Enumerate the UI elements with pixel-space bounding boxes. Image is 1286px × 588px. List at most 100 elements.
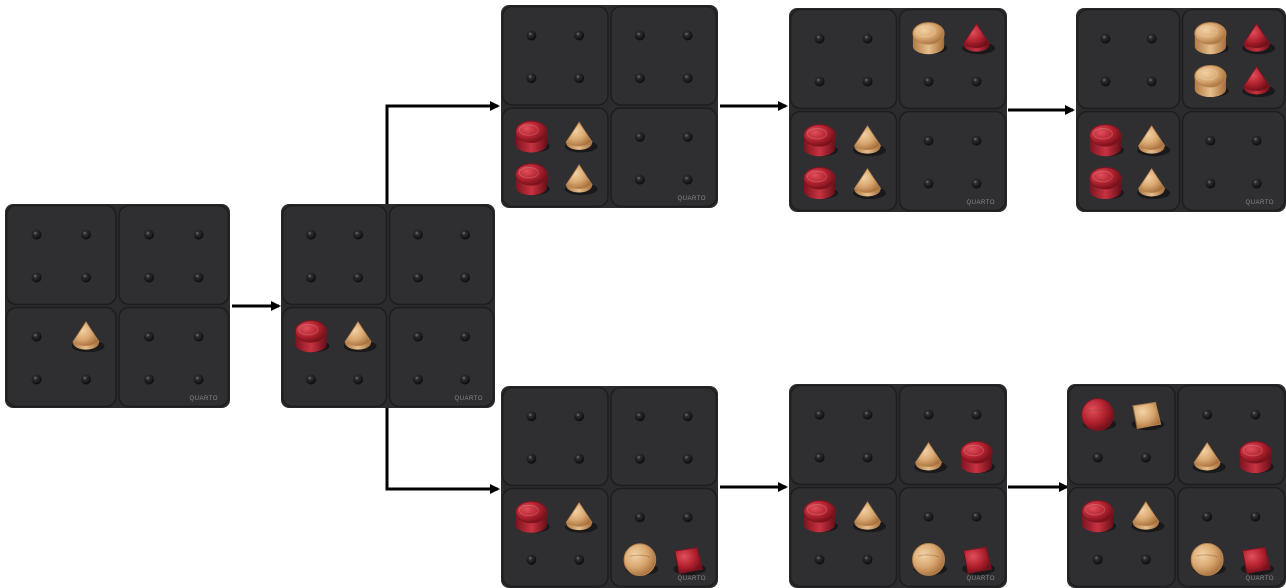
board-peg xyxy=(971,511,982,522)
red-cylinder-piece xyxy=(515,501,550,533)
board-quadrant-br xyxy=(118,306,230,408)
board-peg xyxy=(1100,76,1111,87)
board-quadrant-bl xyxy=(281,306,388,408)
board-quadrant-br xyxy=(610,107,718,208)
arrows xyxy=(232,101,1075,494)
wooden-cone-piece xyxy=(914,441,948,474)
board-quadrant-bl xyxy=(501,487,609,588)
board-peg xyxy=(574,554,585,565)
wooden-cone-piece xyxy=(564,121,598,153)
board-peg xyxy=(193,374,204,385)
board-brand-mark: QUARTO xyxy=(678,196,706,202)
board-peg xyxy=(1146,33,1157,44)
board-peg xyxy=(682,512,693,523)
wooden-cone-piece xyxy=(343,321,377,353)
board-peg xyxy=(305,272,316,283)
red-cylinder-piece xyxy=(294,320,330,353)
board-peg xyxy=(1250,511,1261,522)
board-peg xyxy=(814,554,825,565)
board-peg xyxy=(1146,76,1157,87)
wooden-cone-piece xyxy=(853,501,887,533)
board-peg xyxy=(460,374,471,385)
wooden-cone-piece xyxy=(1192,441,1226,474)
arrow-b2-to-b3 xyxy=(385,101,500,204)
board-peg xyxy=(574,453,585,464)
board-2: QUARTO xyxy=(281,204,495,408)
board-peg xyxy=(574,30,585,41)
wooden-cylinder-piece xyxy=(912,22,948,55)
board-peg xyxy=(526,453,537,464)
board-quadrant-br xyxy=(1181,110,1286,212)
wooden-cone-piece xyxy=(853,167,887,200)
board-peg xyxy=(526,73,537,84)
wooden-sphere-piece xyxy=(912,542,948,576)
board-peg xyxy=(31,331,42,342)
board-peg xyxy=(814,452,825,463)
board-peg xyxy=(574,73,585,84)
wooden-cone-piece xyxy=(1137,167,1171,200)
board-peg xyxy=(634,453,645,464)
red-cylinder-piece xyxy=(960,440,996,474)
board-quadrant-bl xyxy=(5,306,117,408)
board-peg xyxy=(1205,135,1216,146)
board-peg xyxy=(634,30,645,41)
board-quadrant-tr xyxy=(610,5,718,106)
board-quadrant-tr xyxy=(118,204,230,306)
red-cylinder-piece xyxy=(803,500,839,533)
board-peg xyxy=(862,452,873,463)
board-peg xyxy=(144,331,154,342)
board-quadrant-tl xyxy=(1076,8,1181,110)
wooden-sphere-piece xyxy=(623,543,659,577)
board-peg xyxy=(862,76,873,87)
board-peg xyxy=(31,272,42,283)
wooden-cone-piece xyxy=(853,125,887,157)
board-peg xyxy=(305,229,316,240)
red-cone-piece xyxy=(1242,23,1276,55)
board-peg xyxy=(31,229,42,240)
board-6: QUARTO xyxy=(501,386,718,588)
red-cylinder-piece xyxy=(1089,124,1124,157)
board-peg xyxy=(1251,178,1262,189)
board-peg xyxy=(682,30,693,41)
board-peg xyxy=(682,453,693,464)
wooden-cylinder-piece xyxy=(1194,64,1229,98)
board-peg xyxy=(682,73,693,84)
board-brand-mark: QUARTO xyxy=(1246,576,1274,582)
board-quadrant-tl xyxy=(501,5,609,106)
red-cube-piece xyxy=(673,547,706,576)
board-peg xyxy=(923,511,934,522)
red-cylinder-piece xyxy=(515,120,550,153)
board-1: QUARTO xyxy=(5,204,230,408)
board-quadrant-tl xyxy=(1067,384,1176,486)
board-peg xyxy=(144,374,154,385)
wooden-cone-piece xyxy=(71,321,105,353)
wooden-cone-piece xyxy=(1137,125,1171,157)
board-peg xyxy=(193,272,204,283)
board-peg xyxy=(144,229,154,240)
board-peg xyxy=(634,512,645,523)
board-quadrant-bl xyxy=(1067,486,1176,588)
board-peg xyxy=(305,374,316,385)
board-quadrant-br xyxy=(898,110,1007,212)
board-quadrant-tr xyxy=(388,204,495,306)
board-4: QUARTO xyxy=(789,8,1007,212)
board-peg xyxy=(460,272,471,283)
board-quadrant-bl xyxy=(789,486,898,588)
board-peg xyxy=(682,174,693,185)
board-quadrant-tr xyxy=(610,386,718,487)
wooden-cone-piece xyxy=(564,501,598,533)
board-peg xyxy=(634,174,645,185)
red-cylinder-piece xyxy=(1089,166,1124,200)
board-peg xyxy=(193,331,204,342)
board-peg xyxy=(814,33,825,44)
board-quadrant-tl xyxy=(789,8,898,110)
red-cylinder-piece xyxy=(803,124,839,157)
board-peg xyxy=(526,30,537,41)
board-peg xyxy=(862,554,873,565)
board-peg xyxy=(144,272,154,283)
board-peg xyxy=(1092,452,1103,463)
board-brand-mark: QUARTO xyxy=(967,576,995,582)
board-peg xyxy=(923,135,934,146)
board-peg xyxy=(923,178,934,189)
board-peg xyxy=(81,374,91,385)
